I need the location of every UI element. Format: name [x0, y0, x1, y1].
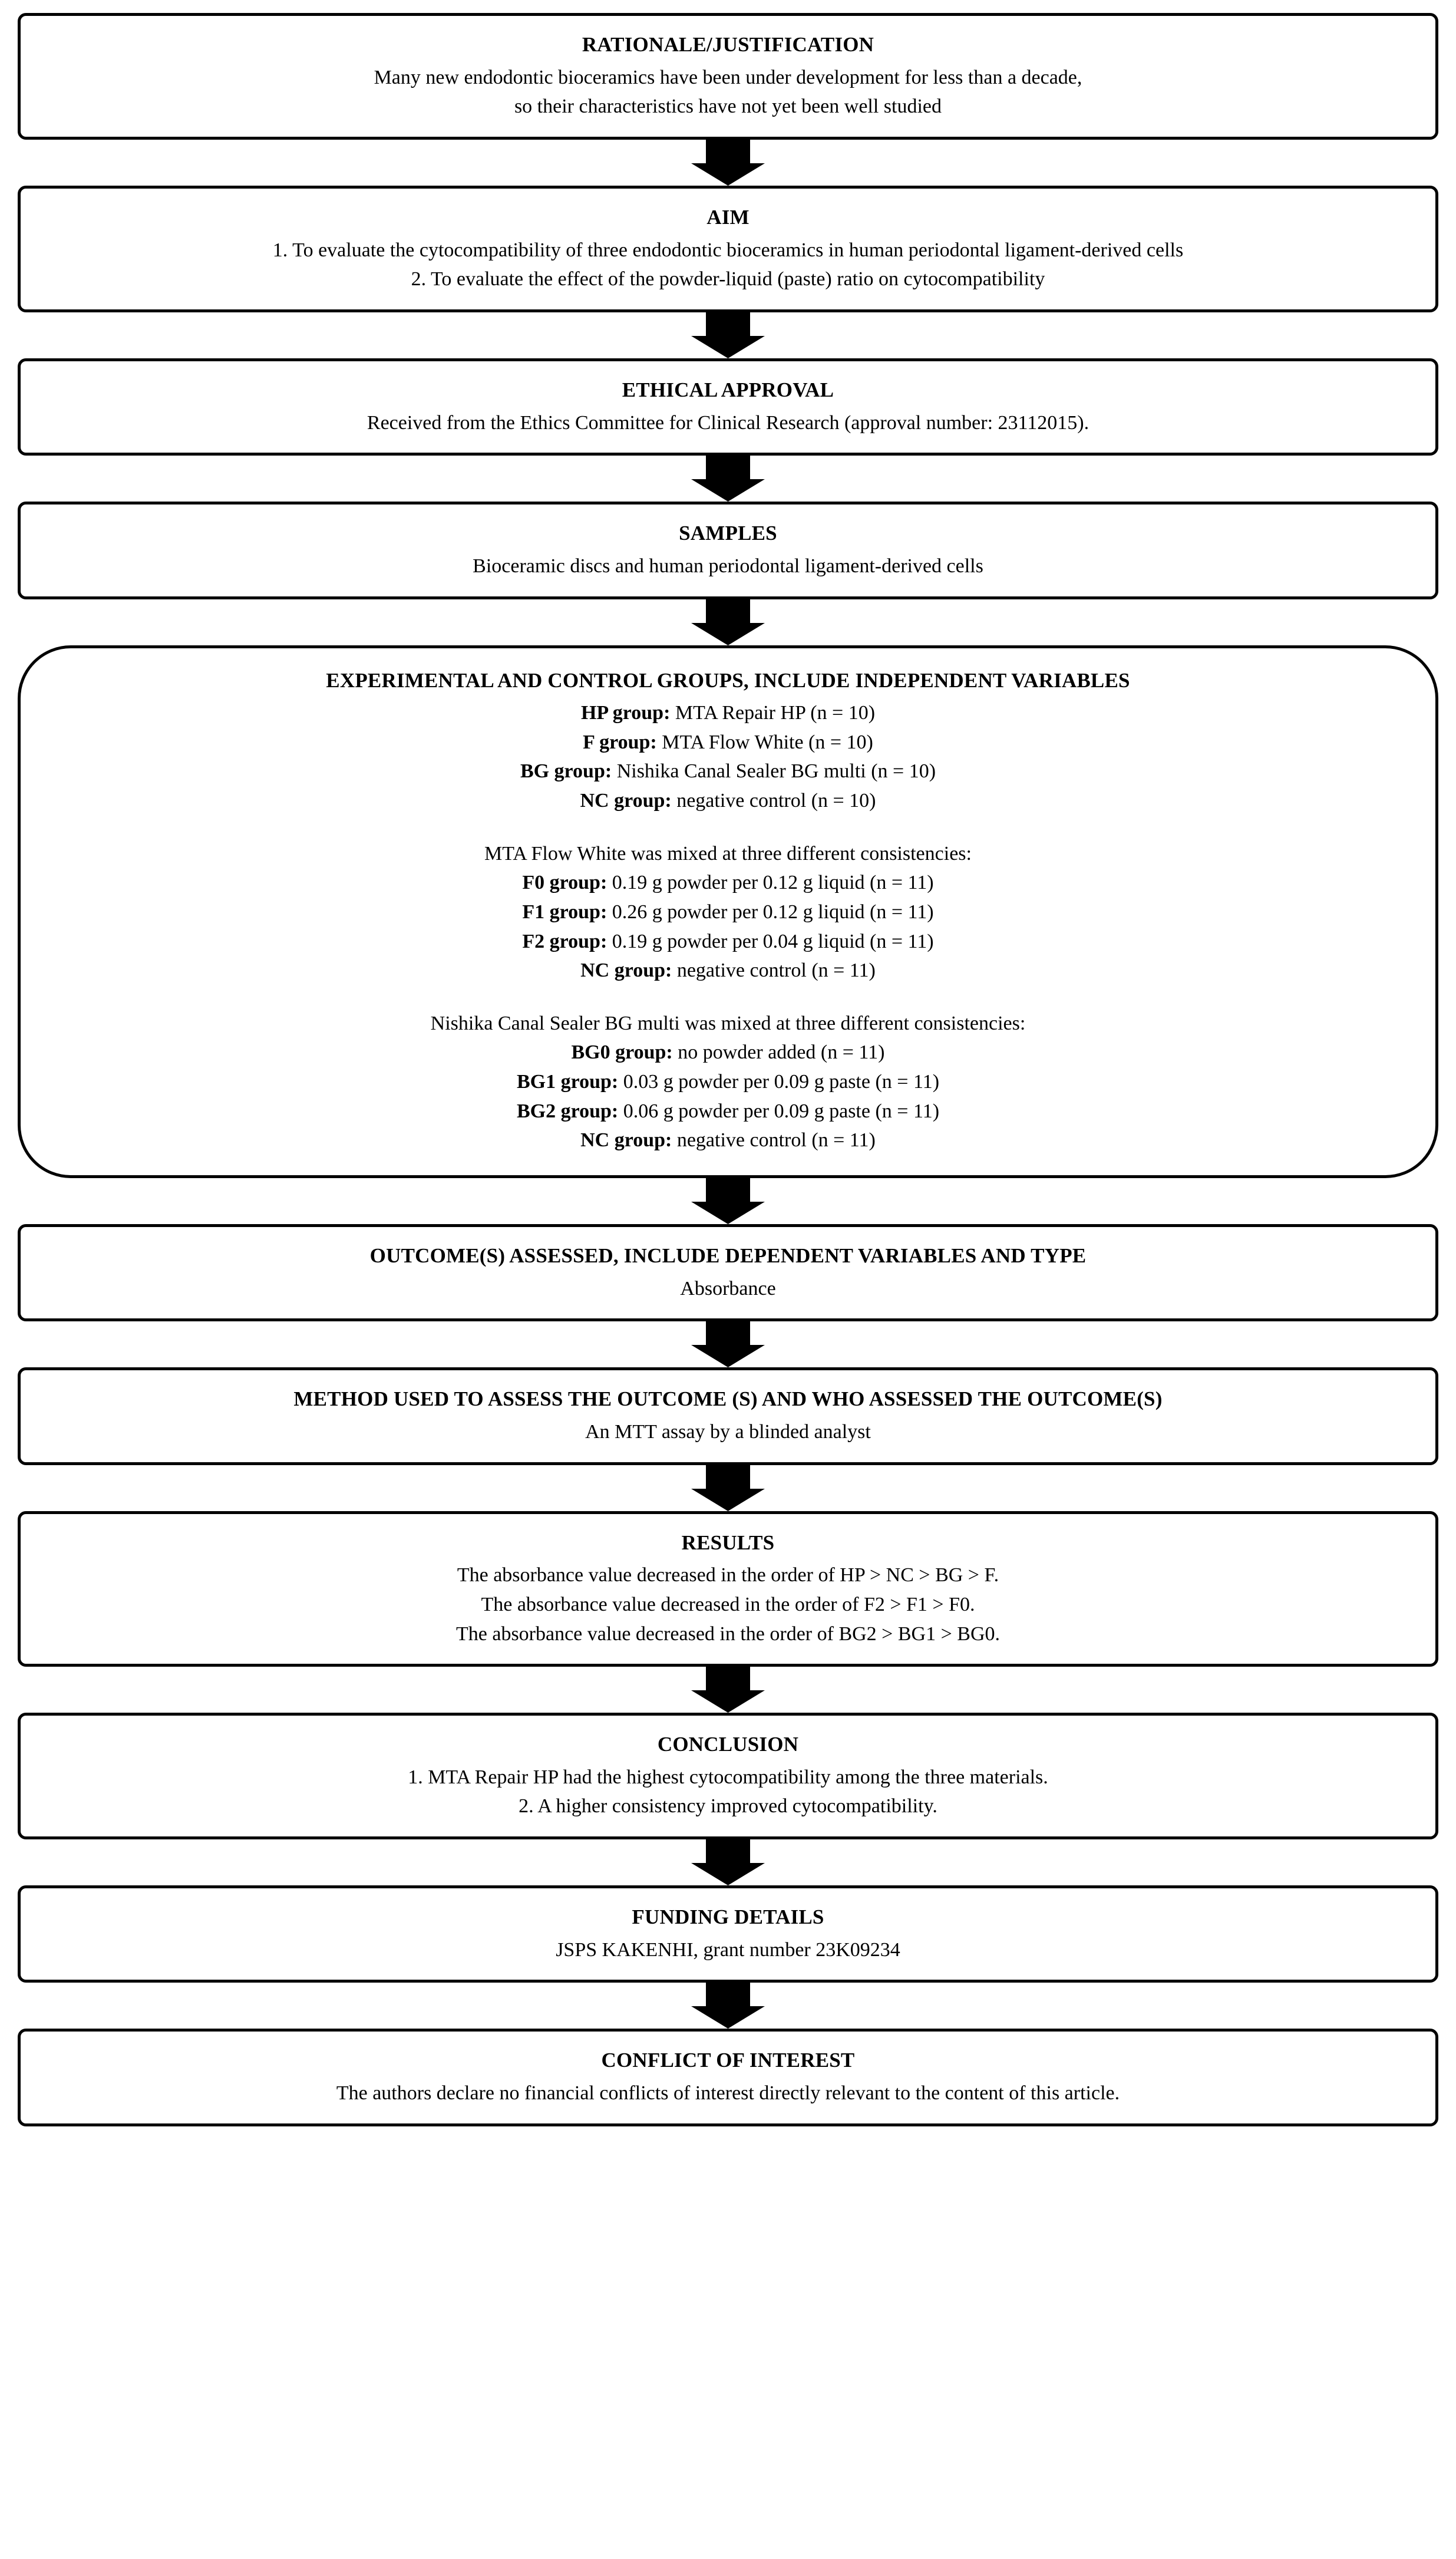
group-item-value: Nishika Canal Sealer BG multi (n = 10) [612, 760, 936, 783]
group-item-label: HP group: [580, 702, 671, 724]
flow-node-title: AIM [706, 205, 750, 229]
flow-node-conflict: CONFLICT OF INTEREST The authors declare … [18, 2029, 1438, 2126]
flow-arrow-down-icon [691, 456, 765, 502]
flow-node-aim: AIM 1. To evaluate the cytocompatibility … [18, 185, 1438, 312]
flow-node-title: METHOD USED TO ASSESS THE OUTCOME (S) AN… [293, 1387, 1163, 1411]
flow-arrow-down-icon [691, 599, 765, 645]
group-block: HP group: MTA Repair HP (n = 10)F group:… [520, 698, 936, 816]
group-item-line: NC group: negative control (n = 10) [580, 786, 876, 816]
group-item-value: 0.19 g powder per 0.12 g liquid (n = 11) [607, 872, 934, 894]
flow-node-ethical-approval: ETHICAL APPROVAL Received from the Ethics… [18, 358, 1438, 456]
group-item-label: NC group: [580, 959, 672, 982]
flow-node-funding: FUNDING DETAILS JSPS KAKENHI, grant numbe… [18, 1885, 1438, 1983]
flow-node-title: CONFLICT OF INTEREST [601, 2049, 855, 2072]
group-item-value: MTA Repair HP (n = 10) [670, 702, 876, 724]
group-item-line: F2 group: 0.19 g powder per 0.04 g liqui… [522, 927, 933, 957]
group-item-label: F group: [583, 731, 657, 753]
flow-node-conclusion: CONCLUSION 1. MTA Repair HP had the highe… [18, 1713, 1438, 1840]
group-item-value: 0.06 g powder per 0.09 g paste (n = 11) [618, 1100, 940, 1122]
group-item-value: negative control (n = 10) [671, 790, 876, 812]
flow-arrow-down-icon [691, 139, 765, 186]
flow-node-title: RESULTS [681, 1531, 775, 1554]
group-item-line: F group: MTA Flow White (n = 10) [583, 728, 873, 757]
group-item-label: BG0 group: [571, 1041, 673, 1064]
flow-arrow-down-icon [691, 1839, 765, 1886]
group-item-value: 0.19 g powder per 0.04 g liquid (n = 11) [607, 930, 934, 952]
group-item-line: BG0 group: no powder added (n = 11) [572, 1038, 885, 1067]
flow-node-line: so their characteristics have not yet be… [514, 95, 942, 118]
flow-node-line: Bioceramic discs and human periodontal l… [473, 555, 983, 577]
flow-arrow-down-icon [691, 312, 765, 358]
group-block: Nishika Canal Sealer BG multi was mixed … [431, 1009, 1026, 1155]
group-item-line: NC group: negative control (n = 11) [580, 956, 876, 985]
group-item-label: F1 group: [522, 901, 608, 923]
flow-arrow-down-icon [691, 1667, 765, 1713]
flow-node-rationale: RATIONALE/JUSTIFICATION Many new endodont… [18, 13, 1438, 140]
flow-node-results: RESULTS The absorbance value decreased in… [18, 1511, 1438, 1667]
flow-arrow-down-icon [691, 1178, 765, 1224]
group-item-value: no powder added (n = 11) [672, 1041, 885, 1064]
flow-node-line: The absorbance value decreased in the or… [456, 1623, 1000, 1645]
flow-node-line: 1. To evaluate the cytocompatibility of … [272, 239, 1184, 261]
group-item-label: NC group: [580, 1129, 672, 1152]
flow-node-line: An MTT assay by a blinded analyst [585, 1420, 871, 1443]
group-item-value: negative control (n = 11) [672, 959, 876, 982]
group-item-label: F0 group: [522, 872, 608, 894]
flow-arrow-down-icon [691, 1983, 765, 2029]
group-item-value: 0.03 g powder per 0.09 g paste (n = 11) [618, 1071, 940, 1093]
flow-node-line: Received from the Ethics Committee for C… [367, 411, 1089, 434]
group-item-value: negative control (n = 11) [672, 1129, 876, 1152]
group-item-label: BG1 group: [516, 1071, 619, 1093]
group-item-label: BG2 group: [516, 1100, 619, 1122]
flow-node-line: 2. To evaluate the effect of the powder-… [411, 268, 1045, 291]
flow-node-title: CONCLUSION [657, 1733, 799, 1756]
flow-node-title: EXPERIMENTAL AND CONTROL GROUPS, INCLUDE… [326, 668, 1130, 692]
group-item-line: F0 group: 0.19 g powder per 0.12 g liqui… [522, 868, 933, 898]
flow-node-title: SAMPLES [679, 522, 777, 545]
group-item-value: 0.26 g powder per 0.12 g liquid (n = 11) [607, 901, 934, 923]
flow-node-line: The absorbance value decreased in the or… [457, 1564, 999, 1587]
flow-node-title: RATIONALE/JUSTIFICATION [582, 33, 874, 56]
group-item-line: BG2 group: 0.06 g powder per 0.09 g past… [517, 1097, 939, 1126]
group-intro-line: MTA Flow White was mixed at three differ… [484, 842, 972, 865]
group-block: MTA Flow White was mixed at three differ… [484, 839, 972, 985]
flow-node-title: ETHICAL APPROVAL [622, 378, 834, 401]
group-item-line: BG group: Nishika Canal Sealer BG multi … [520, 757, 936, 786]
flow-node-outcomes: OUTCOME(S) ASSESSED, INCLUDE DEPENDENT V… [18, 1224, 1438, 1322]
flow-node-line: 1. MTA Repair HP had the highest cytocom… [408, 1766, 1048, 1788]
group-item-line: NC group: negative control (n = 11) [580, 1126, 876, 1155]
group-item-line: F1 group: 0.26 g powder per 0.12 g liqui… [522, 898, 933, 927]
flow-node-line: Many new endodontic bioceramics have bee… [374, 66, 1082, 88]
flow-node-line: Absorbance [680, 1277, 776, 1300]
flow-node-line: 2. A higher consistency improved cytocom… [519, 1795, 937, 1818]
flow-node-samples: SAMPLES Bioceramic discs and human period… [18, 502, 1438, 599]
flow-arrow-down-icon [691, 1321, 765, 1368]
group-item-value: MTA Flow White (n = 10) [656, 731, 873, 753]
flow-node-method: METHOD USED TO ASSESS THE OUTCOME (S) AN… [18, 1367, 1438, 1465]
flow-node-line: The authors declare no financial conflic… [336, 2082, 1120, 2105]
group-item-label: BG group: [520, 760, 612, 783]
flow-node-line: The absorbance value decreased in the or… [481, 1593, 975, 1615]
flow-arrow-down-icon [691, 1465, 765, 1511]
group-item-line: BG1 group: 0.03 g powder per 0.09 g past… [517, 1067, 939, 1097]
group-item-line: HP group: MTA Repair HP (n = 10) [581, 698, 875, 728]
flow-node-line: JSPS KAKENHI, grant number 23K09234 [556, 1938, 900, 1961]
flow-node-title: OUTCOME(S) ASSESSED, INCLUDE DEPENDENT V… [369, 1244, 1087, 1267]
group-item-label: NC group: [580, 790, 672, 812]
group-intro-line: Nishika Canal Sealer BG multi was mixed … [430, 1012, 1026, 1034]
flow-node-title: FUNDING DETAILS [632, 1905, 824, 1929]
flow-node-experimental-groups: EXPERIMENTAL AND CONTROL GROUPS, INCLUDE… [18, 645, 1438, 1178]
group-item-label: F2 group: [522, 930, 608, 952]
